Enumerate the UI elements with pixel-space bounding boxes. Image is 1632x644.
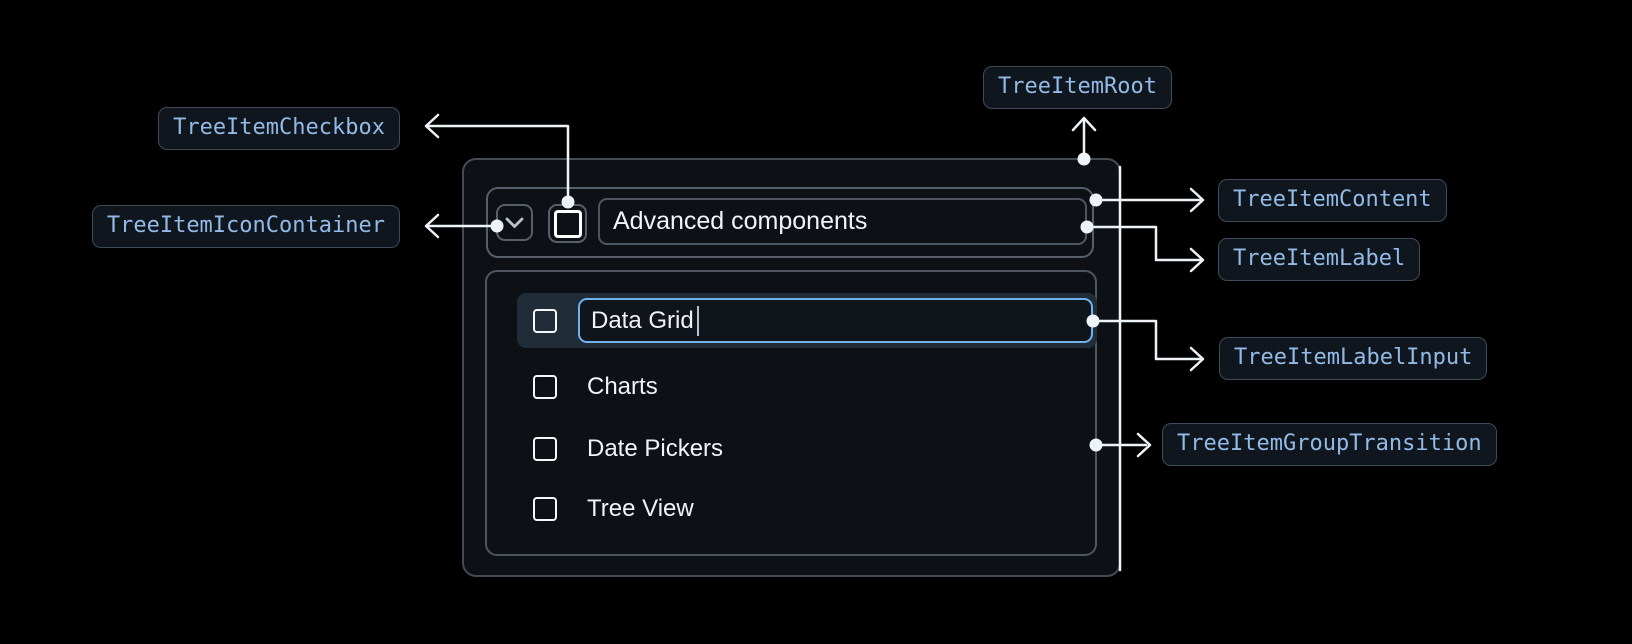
tree-item-label-input[interactable]: Data Grid [578,298,1093,343]
annotation-tree-item-content: TreeItemContent [1218,179,1447,222]
tree-item-row[interactable]: Tree View [517,481,1097,536]
tree-item-root [462,158,1121,577]
annotation-tree-item-root: TreeItemRoot [983,66,1172,109]
tree-item-label: Charts [587,372,658,400]
tree-item-label: Tree View [587,494,694,522]
parent-label-text: Advanced components [613,207,868,235]
tree-item-group-transition [485,270,1097,556]
tree-item-label: Date Pickers [587,434,724,462]
tree-item-checkbox[interactable] [533,374,557,399]
annotation-tree-item-icon-container: TreeItemIconContainer [91,205,400,248]
annotation-tree-item-checkbox: TreeItemCheckbox [158,107,400,150]
checkbox-icon [553,209,582,238]
tree-item-icon-container[interactable] [496,204,533,241]
annotation-tree-item-group-transition: TreeItemGroupTransition [1162,423,1497,466]
annotation-tree-item-label: TreeItemLabel [1218,238,1421,281]
text-cursor [696,305,699,336]
tree-item-row[interactable]: Date Pickers [517,421,1097,476]
chevron-down-icon [505,217,524,228]
label-input-value: Data Grid [591,306,694,334]
annotation-tree-item-label-input: TreeItemLabelInput [1219,337,1488,380]
tree-item-checkbox[interactable] [533,496,557,521]
tree-item-row[interactable]: Data Grid [517,293,1097,348]
tree-item-checkbox[interactable] [548,204,587,243]
tree-item-checkbox[interactable] [533,436,557,461]
tree-item-row[interactable]: Charts [517,359,1097,414]
tree-item-label[interactable]: Advanced components [598,198,1087,245]
tree-item-checkbox[interactable] [533,308,557,333]
